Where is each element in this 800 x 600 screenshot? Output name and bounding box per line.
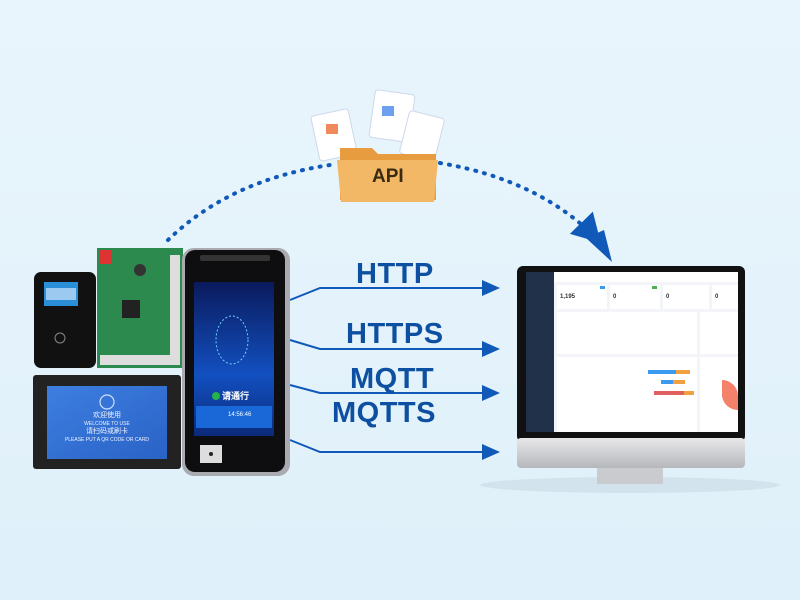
line-mqtt xyxy=(289,384,500,401)
api-arrowhead xyxy=(586,230,612,262)
tablet-welcome-en: WELCOME TO USE xyxy=(84,421,130,427)
protocol-label-http: HTTP xyxy=(356,258,434,290)
api-label: API xyxy=(372,166,404,187)
tablet-prompt-cn: 请扫码或刷卡 xyxy=(86,428,128,435)
monitor xyxy=(480,266,780,493)
api-arc-left xyxy=(166,163,332,242)
face-terminal-device xyxy=(182,248,290,476)
protocol-label-mqtts: MQTTS xyxy=(332,397,436,429)
card-reader-device xyxy=(34,272,96,368)
controller-board xyxy=(97,248,183,368)
terminal-pass-text: 请通行 xyxy=(222,391,250,401)
pie-chart xyxy=(722,380,738,411)
status-buttons xyxy=(648,370,694,395)
dashboard-sidebar xyxy=(526,272,554,432)
metric-1: 1,195 xyxy=(560,294,576,300)
tablet-welcome-cn: 欢迎使用 xyxy=(93,412,121,419)
line-mqtts xyxy=(289,439,500,460)
protocol-lines xyxy=(289,280,500,460)
api-folder-icon xyxy=(310,89,445,202)
tablet-prompt-en: PLEASE PUT A QR CODE OR CARD xyxy=(64,437,150,443)
metric-4: 0 xyxy=(715,294,719,300)
metric-2: 0 xyxy=(613,294,617,300)
protocol-label-https: HTTPS xyxy=(346,318,444,350)
protocol-label-mqtt: MQTT xyxy=(350,363,435,395)
metric-3: 0 xyxy=(666,294,670,300)
tablet-device xyxy=(33,375,181,469)
api-arc-right xyxy=(438,161,601,243)
terminal-time: 14:56:46 xyxy=(228,412,252,418)
line-https xyxy=(289,339,500,357)
line-http xyxy=(289,280,500,301)
tablet-screen-text: 欢迎使用 WELCOME TO USE 请扫码或刷卡 PLEASE PUT A … xyxy=(47,412,167,444)
